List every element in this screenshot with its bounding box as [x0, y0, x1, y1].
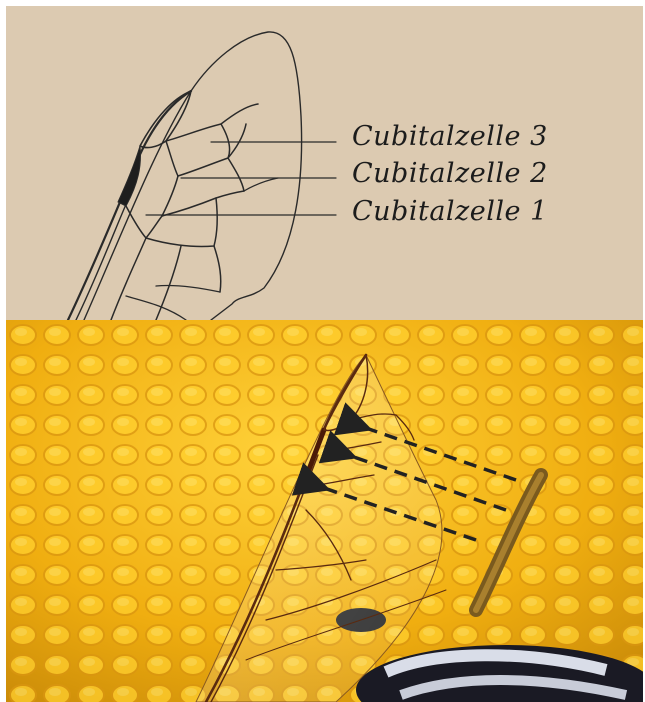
- bee-wing-photo: [6, 320, 643, 702]
- label-cubitalzelle-3: Cubitalzelle 3: [352, 121, 548, 152]
- wing-diagram-panel: Cubitalzelle 3 Cubitalzelle 2 Cubitalzel…: [6, 6, 643, 320]
- photo-illustration: [6, 320, 643, 702]
- label-cubitalzelle-2: Cubitalzelle 2: [352, 158, 548, 189]
- label-cubitalzelle-1: Cubitalzelle 1: [352, 196, 548, 227]
